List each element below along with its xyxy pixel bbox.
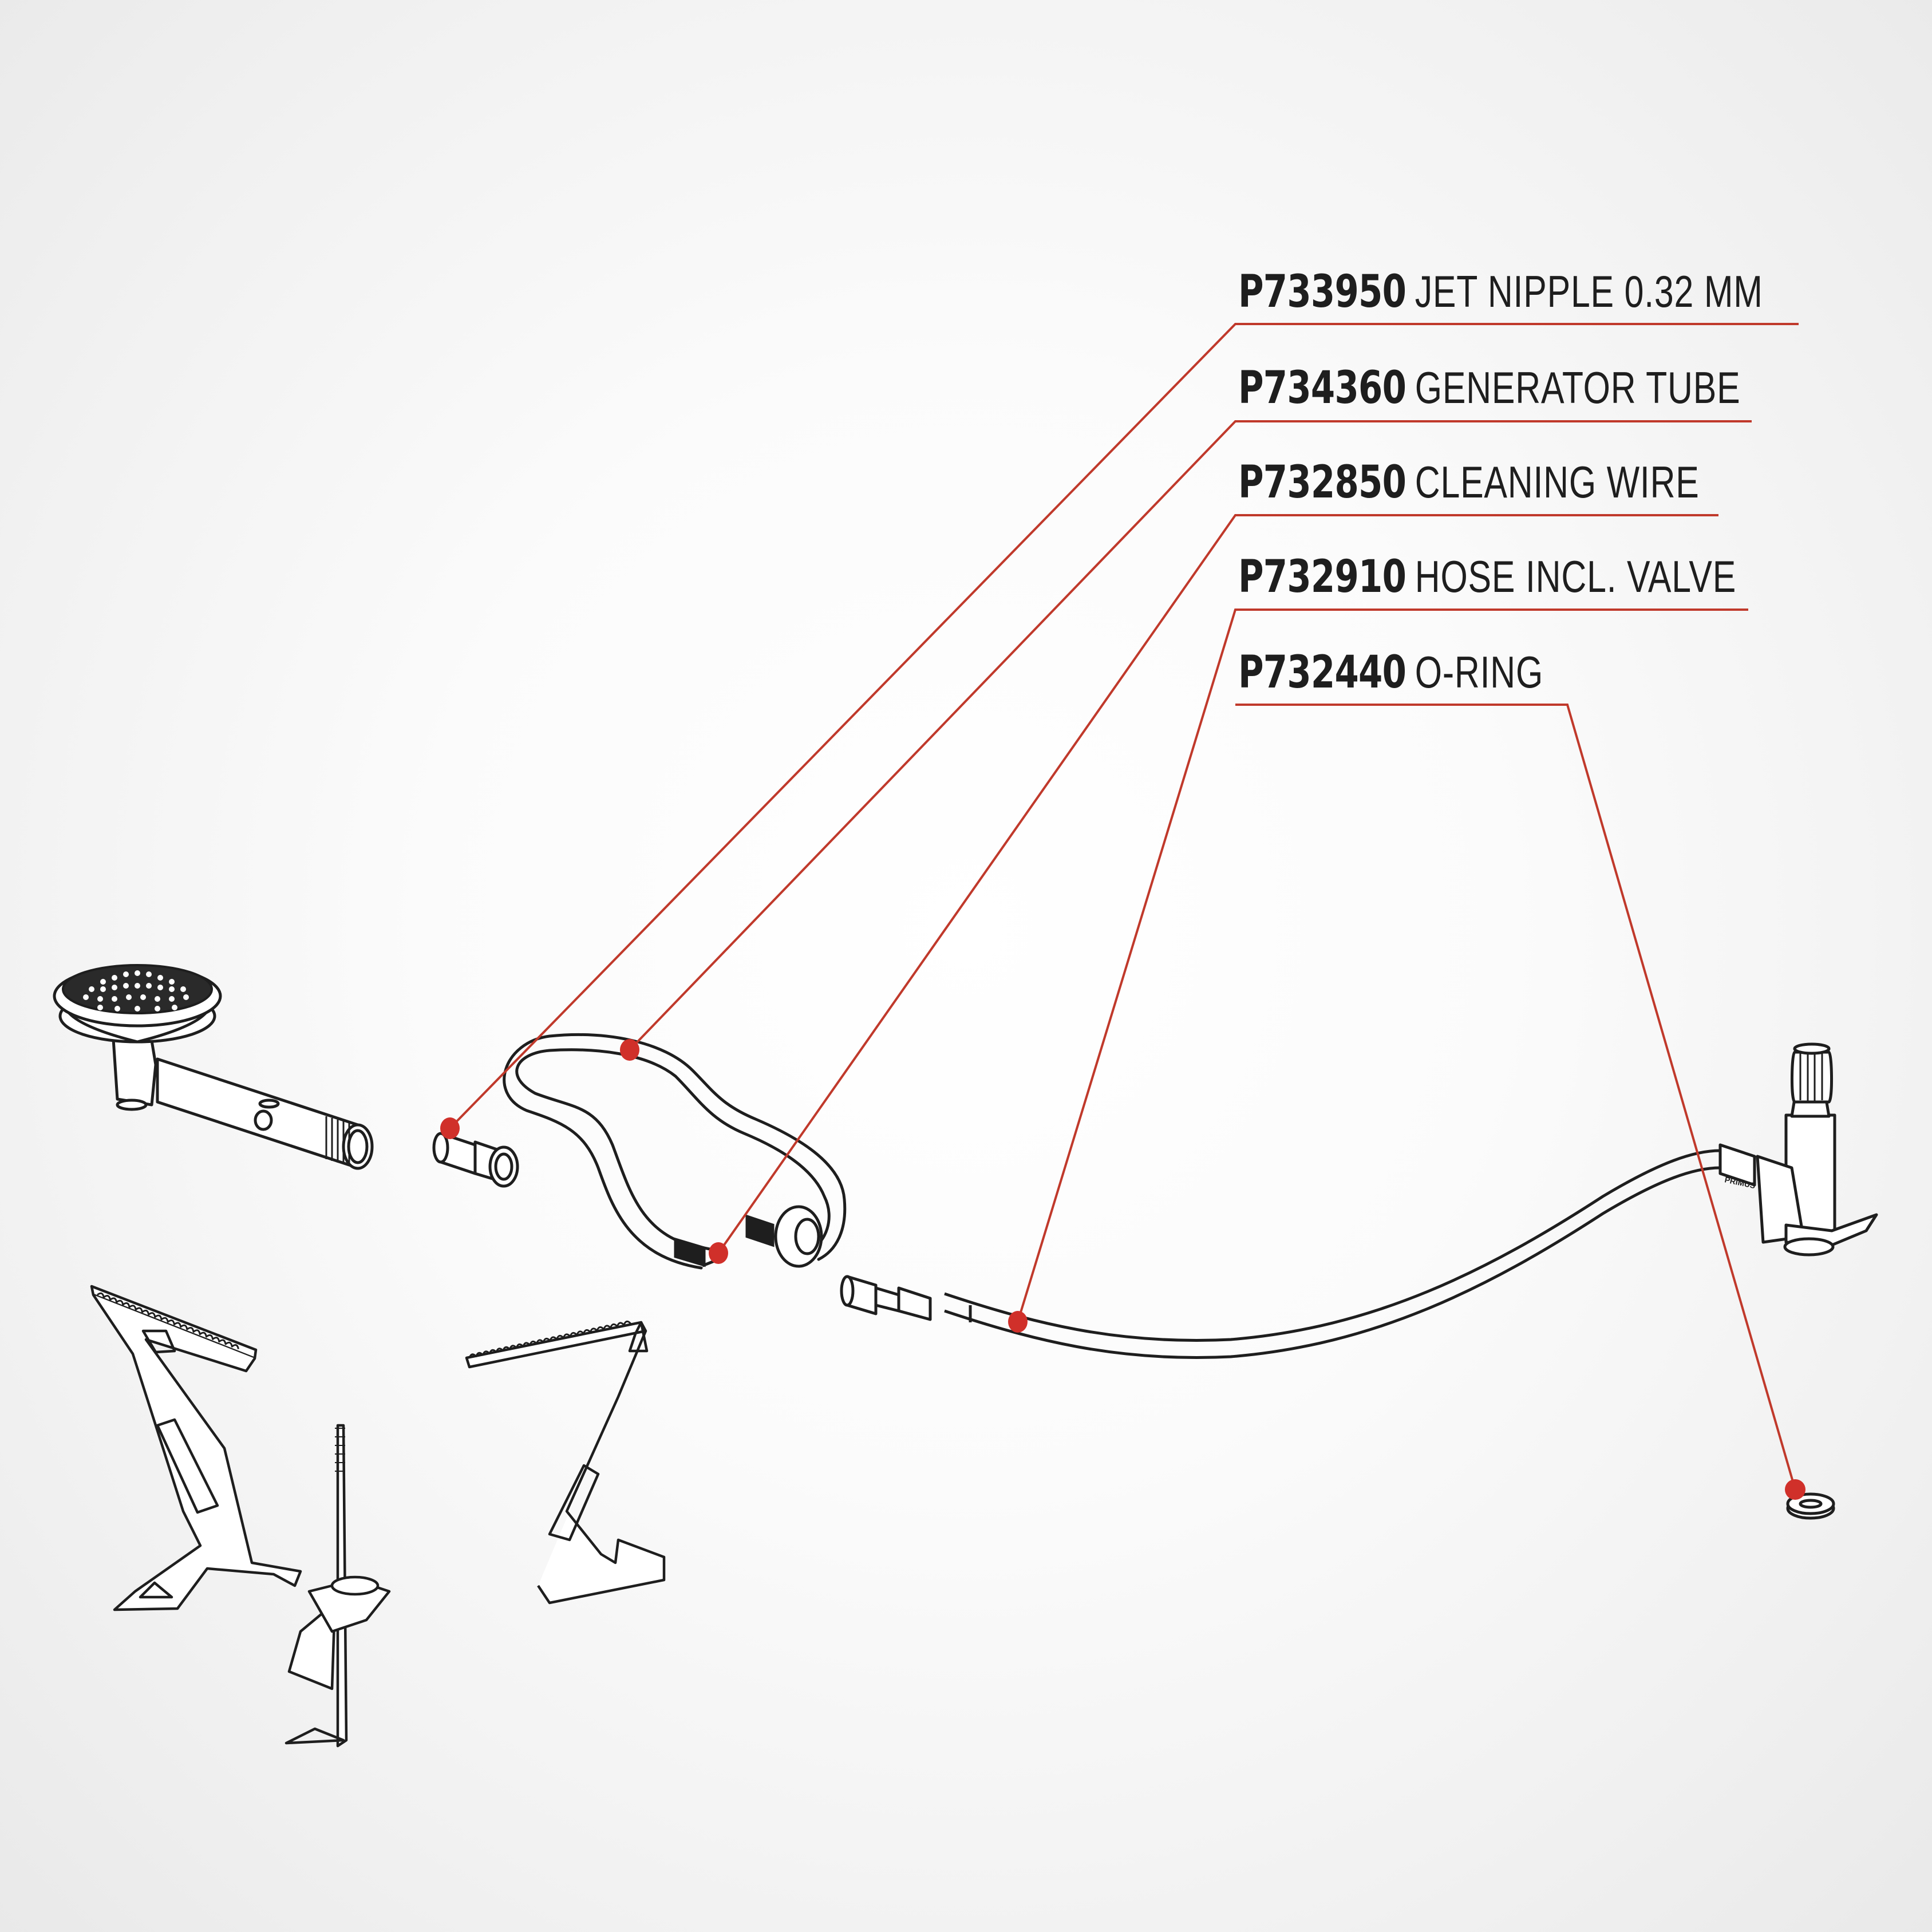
- leader-hose: [1017, 609, 1748, 1322]
- generator-tube-drawing: [503, 1033, 847, 1270]
- part-number: P732850: [1238, 457, 1406, 508]
- dot-generator-tube: [620, 1039, 639, 1061]
- part-name: O-RING: [1415, 647, 1544, 697]
- part-number: P733950: [1238, 266, 1406, 318]
- callout-leaders: [449, 323, 1799, 1490]
- part-name: CLEANING WIRE: [1415, 457, 1700, 507]
- part-number: P732440: [1238, 647, 1406, 698]
- jet-nipple-drawing: [432, 1132, 519, 1188]
- leader-generator-tube: [629, 420, 1752, 1051]
- dot-o-ring: [1785, 1479, 1805, 1500]
- part-name: HOSE INCL. VALVE: [1415, 551, 1737, 602]
- dot-jet-nipple: [440, 1117, 460, 1139]
- pot-support-legs-drawing: [90, 1285, 666, 1748]
- dot-hose: [1008, 1311, 1028, 1333]
- leader-jet-nipple: [449, 323, 1799, 1129]
- part-name: JET NIPPLE 0.32 MM: [1415, 266, 1763, 317]
- leader-o-ring: [1235, 704, 1796, 1490]
- part-number: P732910: [1238, 551, 1406, 603]
- callout-dots: [440, 1039, 1805, 1500]
- leader-cleaning-wire: [717, 514, 1718, 1254]
- part-number: P734360: [1238, 362, 1406, 414]
- hose-drawing: [840, 1149, 1721, 1360]
- dot-cleaning-wire: [709, 1242, 728, 1264]
- valve-drawing: PRIMUS: [1718, 1042, 1878, 1257]
- part-name: GENERATOR TUBE: [1415, 362, 1741, 413]
- burner-head-drawing: [53, 964, 374, 1170]
